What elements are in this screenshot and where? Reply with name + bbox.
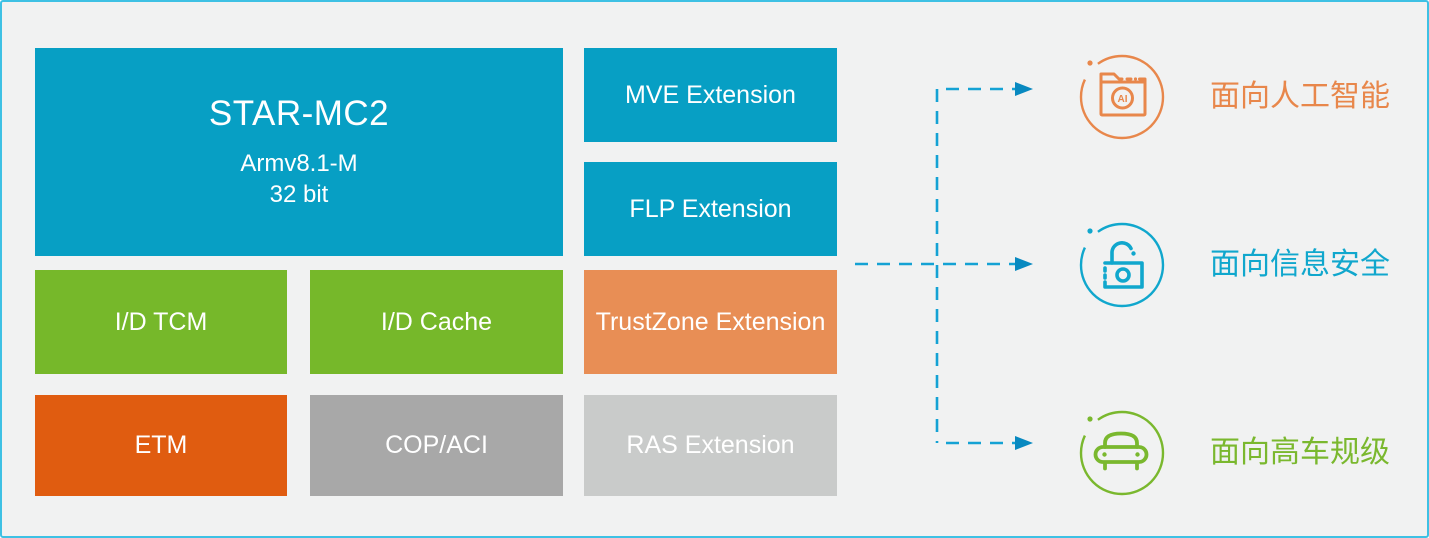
keyhole (1115, 267, 1131, 283)
core-subtitle-bits: 32 bit (269, 181, 329, 208)
target-label-security: 面向信息安全 (1210, 248, 1390, 281)
block-flp-extension: FLP Extension (584, 162, 837, 256)
folder-top-dot (1133, 77, 1138, 81)
arrowhead-to-security (1015, 257, 1033, 271)
open-lock-icon (1079, 222, 1165, 308)
block-ras-extension: RAS Extension (584, 395, 837, 496)
arrowhead-to-automotive (1015, 436, 1033, 450)
core-subtitle-arch: Armv8.1-M (240, 150, 358, 177)
car-headlight-right (1135, 452, 1140, 457)
ring-dot (1087, 228, 1093, 234)
block-id-tcm: I/D TCM (35, 270, 287, 374)
car-icon (1079, 410, 1165, 496)
folder-body (1099, 80, 1147, 117)
car-body (1093, 445, 1149, 464)
block-id-cache: I/D Cache (310, 270, 563, 374)
car-roof (1103, 431, 1139, 449)
arrowhead-to-ai (1015, 82, 1033, 96)
block-cop-aci: COP/ACI (310, 395, 563, 496)
lock-shackle (1110, 241, 1133, 265)
target-label-automotive: 面向高车规级 (1210, 436, 1390, 469)
core-title: STAR-MC2 (208, 94, 390, 133)
target-label-ai: 面向人工智能 (1210, 80, 1390, 113)
block-trustzone-extension: TrustZone Extension (584, 270, 837, 374)
car-headlight-left (1102, 452, 1107, 457)
lock-body (1103, 261, 1144, 289)
block-star-mc2: STAR-MC2 Armv8.1-M 32 bit (35, 48, 563, 256)
icon-ring (1079, 222, 1165, 308)
ring-dot (1087, 416, 1093, 422)
folder-outline (1099, 72, 1124, 84)
block-mve-extension: MVE Extension (584, 48, 837, 142)
car-wheels (1103, 461, 1139, 471)
ring-dot (1087, 60, 1093, 66)
shackle-end-dot (1131, 251, 1136, 256)
block-etm: ETM (35, 395, 287, 496)
icon-ring (1079, 410, 1165, 496)
ai-folder-icon: AI (1079, 54, 1165, 140)
icon-ring (1079, 54, 1165, 140)
ai-badge-circle (1111, 86, 1134, 110)
ai-badge-label: AI (1118, 94, 1128, 105)
